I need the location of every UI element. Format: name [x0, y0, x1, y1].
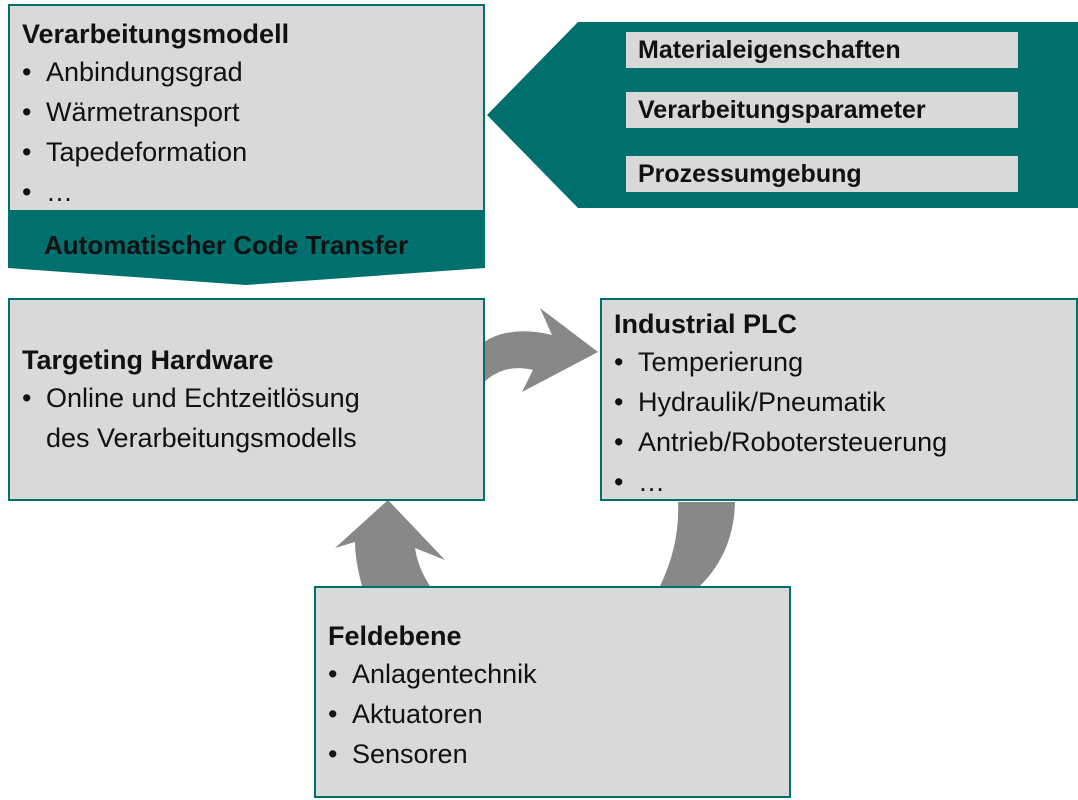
feldebene-title: Feldebene [328, 621, 462, 651]
feldebene-list: •Anlagentechnik •Aktuatoren •Sensoren [328, 654, 777, 774]
industrial-plc-box: Industrial PLC •Temperierung •Hydraulik/… [600, 298, 1078, 501]
list-item: •Antrieb/Robotersteuerung [614, 427, 948, 457]
targeting-hardware-list: •Online und Echtzeitlösung [22, 378, 471, 418]
cycle-arrow-to-plc [484, 308, 598, 392]
list-item: •… [614, 467, 665, 497]
targeting-hardware-box: Targeting Hardware •Online und Echtzeitl… [8, 298, 485, 501]
industrial-plc-title: Industrial PLC [614, 309, 798, 339]
verarbeitungsmodell-title: Verarbeitungsmodell [22, 19, 290, 49]
cycle-arrow-to-targeting [335, 500, 445, 586]
list-item: •Tapedeformation [22, 137, 248, 167]
list-item: •Sensoren [328, 739, 468, 769]
industrial-plc-list: •Temperierung •Hydraulik/Pneumatik •Antr… [614, 342, 1064, 502]
list-item: •Anlagentechnik [328, 659, 537, 689]
targeting-hardware-title: Targeting Hardware [22, 345, 274, 375]
parameter-materialeigenschaften: Materialeigenschaften [626, 32, 1018, 68]
list-item-continuation: des Verarbeitungsmodells [46, 423, 357, 453]
code-transfer-ribbon [8, 210, 485, 285]
feldebene-box: Feldebene •Anlagentechnik •Aktuatoren •S… [314, 586, 791, 798]
list-item: •Anbindungsgrad [22, 57, 243, 87]
list-item: •… [22, 177, 73, 207]
parameter-verarbeitungsparameter: Verarbeitungsparameter [626, 92, 1018, 128]
list-item: •Temperierung [614, 347, 804, 377]
list-item: •Wärmetransport [22, 97, 240, 127]
cycle-arrow-to-feldebene [660, 502, 735, 586]
verarbeitungsmodell-box: Verarbeitungsmodell •Anbindungsgrad •Wär… [8, 4, 485, 212]
parameter-prozessumgebung: Prozessumgebung [626, 156, 1018, 192]
verarbeitungsmodell-list: •Anbindungsgrad •Wärmetransport •Tapedef… [22, 52, 471, 212]
list-item: •Hydraulik/Pneumatik [614, 387, 886, 417]
list-item: •Aktuatoren [328, 699, 483, 729]
list-item: •Online und Echtzeitlösung [22, 383, 360, 413]
code-transfer-label: Automatischer Code Transfer [44, 230, 409, 260]
